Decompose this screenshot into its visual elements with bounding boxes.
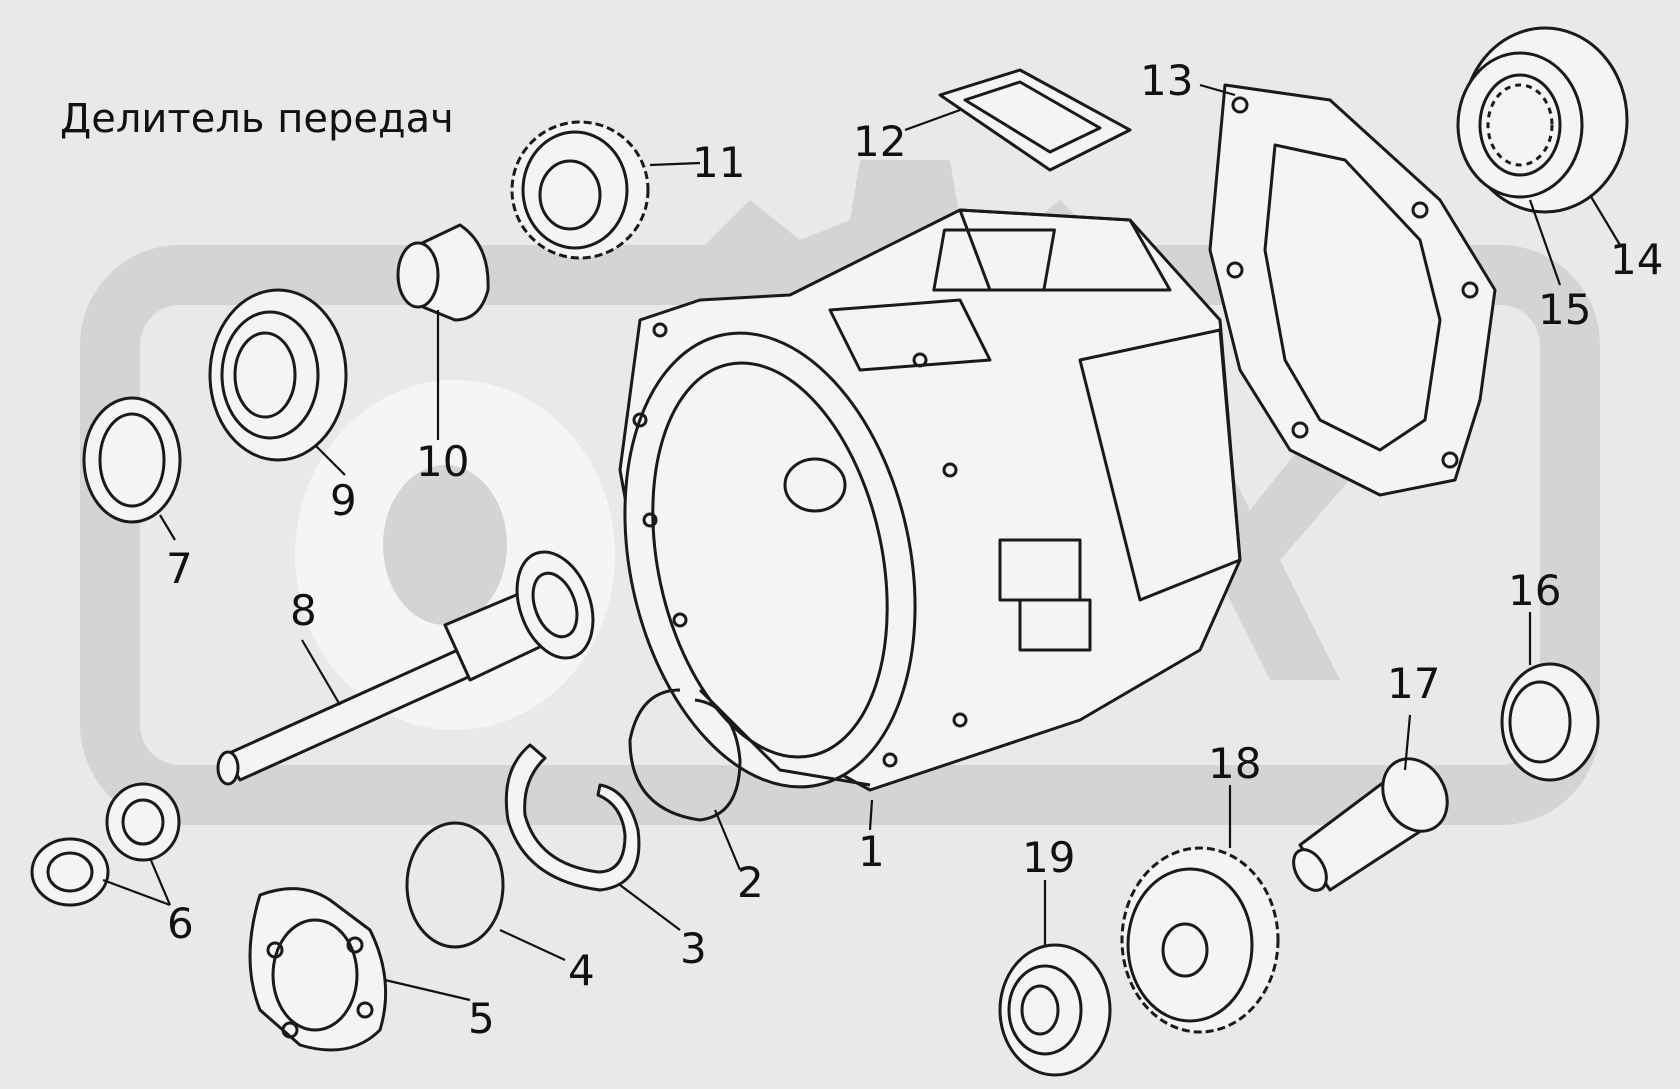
callout-16: 16 xyxy=(1508,566,1561,615)
callout-14: 14 xyxy=(1610,235,1663,284)
part-14-synchronizer xyxy=(1456,26,1629,214)
callout-19: 19 xyxy=(1022,833,1075,882)
part-11-gear xyxy=(510,120,650,260)
callout-12: 12 xyxy=(853,117,906,166)
part-13-housing-gasket xyxy=(1208,83,1497,497)
callout-2: 2 xyxy=(737,858,764,907)
part-18-driven-gear xyxy=(1120,846,1280,1034)
part-6-needle-bearings xyxy=(30,782,181,907)
callout-1: 1 xyxy=(858,827,885,876)
callout-17: 17 xyxy=(1387,659,1440,708)
callout-8: 8 xyxy=(290,586,317,635)
callout-5: 5 xyxy=(468,994,495,1043)
callout-numbers: 1 2 3 4 5 6 7 8 9 10 11 12 13 14 15 16 1… xyxy=(166,56,1663,1043)
part-5-bearing-cover xyxy=(248,887,388,1052)
callout-7: 7 xyxy=(166,544,193,593)
part-7-oil-seal xyxy=(82,396,182,524)
callout-4: 4 xyxy=(568,946,595,995)
leader-lines xyxy=(102,83,1621,1002)
callout-10: 10 xyxy=(416,437,469,486)
part-17-shaft xyxy=(1292,757,1449,892)
callout-15: 15 xyxy=(1538,285,1591,334)
callout-11: 11 xyxy=(692,138,745,187)
part-1-housing xyxy=(618,208,1242,792)
diagram-title: Делитель передач xyxy=(60,96,454,142)
callout-6: 6 xyxy=(167,899,194,948)
part-3-lock-plate xyxy=(504,743,641,892)
part-19-small-ball-bearing xyxy=(998,943,1112,1077)
part-12-cover-gasket xyxy=(938,68,1132,172)
part-10-bushing xyxy=(396,223,490,322)
watermark-letter-o-hole xyxy=(383,465,507,625)
callout-18: 18 xyxy=(1208,739,1261,788)
callout-13: 13 xyxy=(1140,56,1193,105)
part-8-input-shaft xyxy=(216,550,595,786)
part-2-snap-ring xyxy=(628,688,742,822)
part-4-washer xyxy=(405,821,505,949)
part-9-ball-bearing xyxy=(208,288,348,462)
part-16-roller-bearing xyxy=(1500,662,1600,782)
callout-9: 9 xyxy=(330,476,357,525)
callout-3: 3 xyxy=(680,924,707,973)
